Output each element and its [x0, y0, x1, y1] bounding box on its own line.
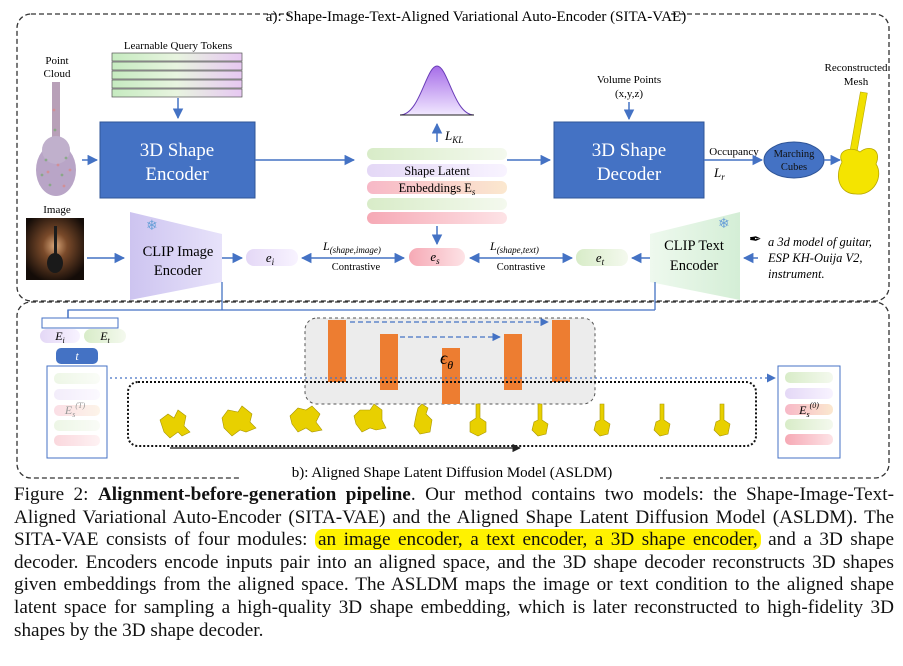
e-s-token [409, 248, 465, 266]
text-prompt-line-2: ESP KH-Ouija V2, [767, 251, 863, 265]
gaussian-distribution [399, 65, 475, 116]
shape-latent-label: Shape Latent [404, 164, 470, 178]
reconstructed-guitar-icon [838, 91, 880, 195]
e-s-label: es [430, 249, 440, 266]
clip-image-encoder-box [130, 212, 222, 300]
recon-loss-label: Lr [713, 165, 725, 182]
denoiser-bar-2 [380, 334, 398, 390]
E-t-token [84, 329, 126, 343]
image-label: Image [43, 204, 71, 216]
denoising-shapes [159, 403, 731, 439]
kl-loss-label: LKL [444, 128, 463, 145]
clip-text-label: CLIP Text [664, 238, 724, 254]
clip-text-label-2: Encoder [670, 258, 718, 274]
e-t-token [576, 249, 628, 266]
caption-figure-number: Figure 2: [14, 484, 98, 505]
marching-cubes-label-2: Cubes [781, 162, 807, 173]
e-i-token [246, 249, 298, 266]
e-t-label: et [596, 250, 605, 267]
clip-image-label: CLIP Image [143, 244, 214, 260]
shape-encoder-label: 3D Shape [140, 140, 214, 161]
caption-title: Alignment-before-generation pipeline [97, 484, 411, 505]
volume-points-label: Volume Points [597, 74, 661, 86]
shape-latent-label-2: Embeddings Es [399, 181, 476, 197]
clip-text-encoder-box [650, 212, 740, 300]
recon-mesh-label: Reconstructed [825, 62, 888, 74]
timestep-label: t [75, 349, 79, 363]
caption-text-1: . Our method contains two models: the Sh… [14, 484, 894, 551]
denoiser-bar-1 [328, 320, 346, 382]
point-cloud-guitar-icon [36, 82, 76, 196]
pipeline-figure: a): Shape-Image-Text-Aligned Variational… [16, 9, 890, 481]
noisy-latent-label: Es(T) [64, 401, 86, 419]
shape-decoder-box [553, 121, 705, 199]
E-t-label: Et [99, 329, 110, 345]
snowflake-icon-text: ❄ [718, 217, 730, 232]
point-cloud-label: Point [45, 55, 68, 67]
contrastive-label-image: Contrastive [332, 262, 381, 273]
denoiser-bar-5 [552, 320, 570, 382]
text-prompt-line-3: instrument. [768, 267, 825, 281]
denoiser-bar-3 [442, 348, 460, 404]
condition-bracket [41, 317, 119, 329]
shape-encoder-label-2: Encoder [145, 164, 209, 185]
noisy-latent-stack [54, 373, 100, 446]
sita-vae-title: a): Shape-Image-Text-Aligned Variational… [266, 9, 686, 25]
pen-icon: ✒ [749, 232, 762, 248]
figure-caption: Figure 2: Alignment-before-generation pi… [14, 484, 894, 642]
guitar-photo-icon [47, 226, 63, 273]
clip-image-label-2: Encoder [154, 263, 202, 279]
query-tokens [111, 52, 243, 98]
shape-decoder-label: 3D Shape [592, 140, 666, 161]
shape-latent-stack [367, 148, 507, 224]
caption-text-2: and a 3D shape decoder. Encoders encode … [14, 529, 894, 641]
query-tokens-label: Learnable Query Tokens [124, 40, 232, 52]
point-cloud-label-2: Cloud [44, 68, 71, 80]
contrastive-label-text: Contrastive [497, 262, 546, 273]
occupancy-label: Occupancy [709, 146, 759, 158]
sita-vae-frame [16, 13, 890, 302]
clean-latent-stack [785, 372, 833, 445]
denoising-sequence-frame [127, 381, 757, 447]
shape-decoder-label-2: Decoder [597, 164, 662, 185]
loss-shape-text: L(shape,text) [489, 239, 539, 255]
marching-cubes-label: Marching [774, 149, 816, 160]
E-i-token [40, 329, 80, 343]
text-prompt-line-1: a 3d model of guitar, [768, 235, 872, 249]
caption-highlight: an image encoder, a text encoder, a 3D s… [315, 529, 761, 551]
clean-latent-label: Es(0) [798, 401, 819, 419]
E-i-label: Ei [54, 329, 65, 345]
volume-points-coords: (x,y,z) [615, 88, 643, 100]
epsilon-theta-label: ϵθ [440, 348, 453, 372]
denoiser-bar-4 [504, 334, 522, 390]
loss-shape-image: L(shape,image) [322, 239, 381, 255]
timestep-token [56, 348, 98, 364]
snowflake-icon: ❄ [146, 219, 158, 234]
recon-mesh-label-2: Mesh [844, 76, 869, 88]
asldm-title: b): Aligned Shape Latent Diffusion Model… [292, 465, 613, 481]
e-i-label: ei [266, 250, 275, 267]
